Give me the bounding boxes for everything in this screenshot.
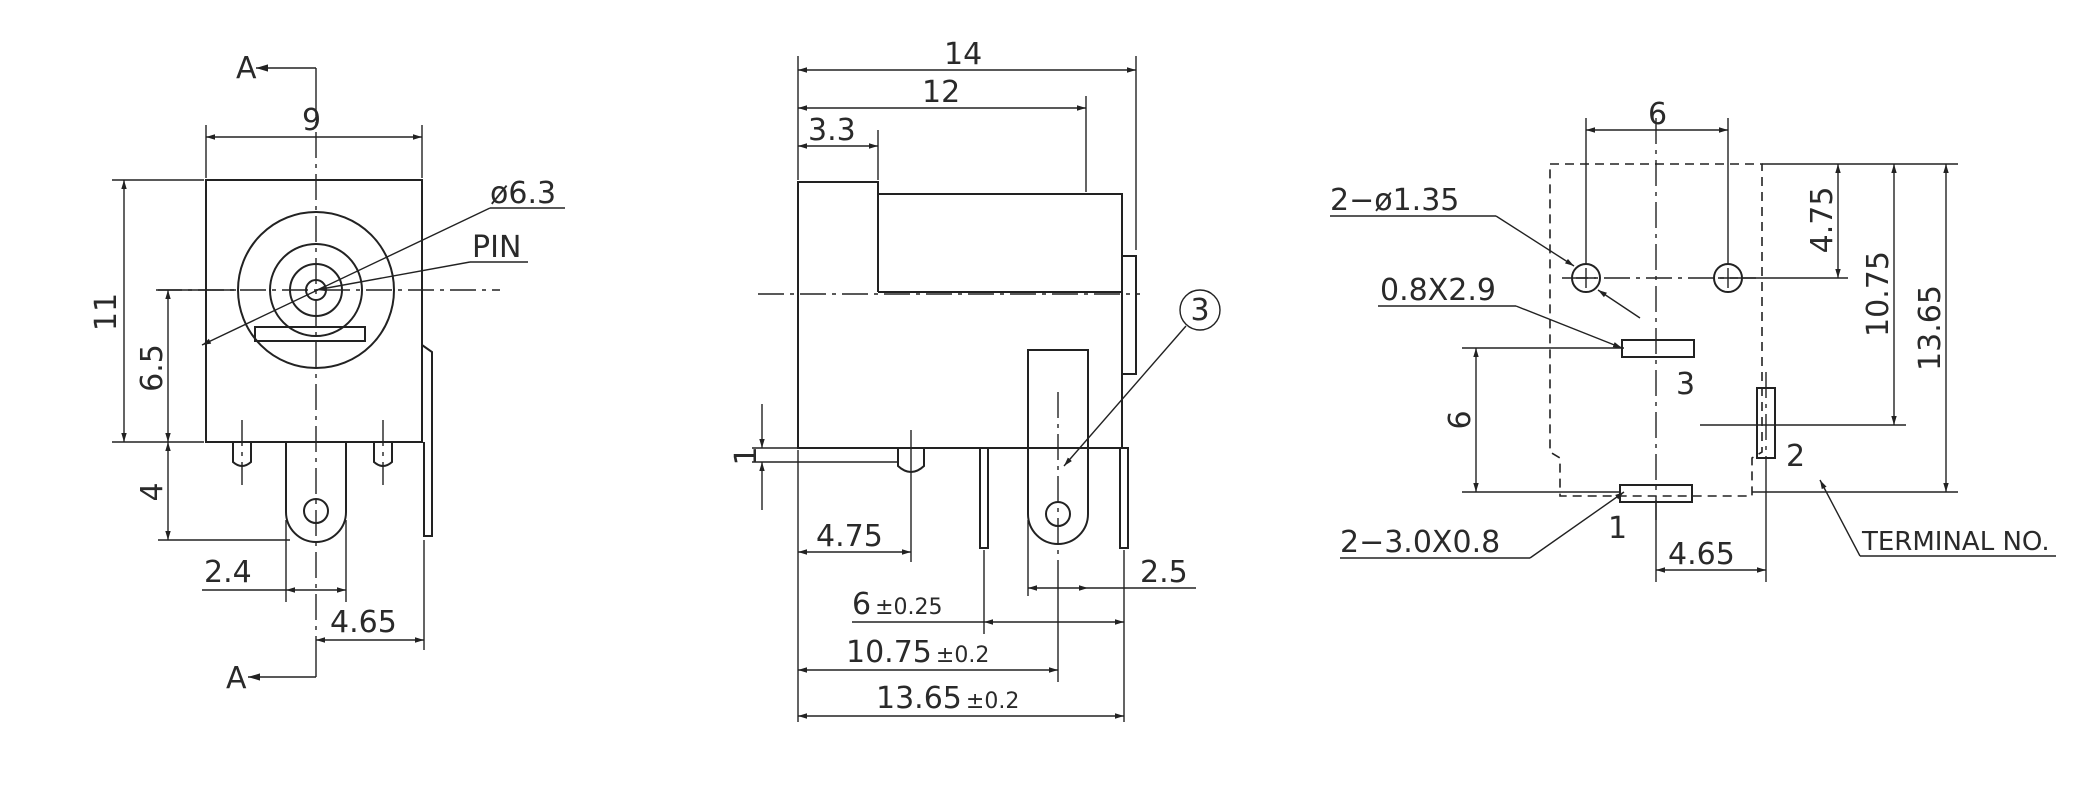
- dim-body: 12: [922, 75, 960, 110]
- footprint-view: 6 4.75 10.75 13.65 6 4.65 2−ø1.35 0.: [1330, 97, 2056, 582]
- callout-circle: [1179, 289, 1221, 331]
- section-marker-top: A: [236, 51, 317, 90]
- slot-terminal-3: [1621, 339, 1695, 358]
- dim-1365-value: 13.65: [876, 681, 962, 716]
- dim-depth-total: 13.65: [1913, 285, 1948, 371]
- dim-pin-edge: 2.5: [1140, 555, 1188, 590]
- slot-terminal-2: [1756, 387, 1776, 459]
- terminal-1: 1: [1608, 511, 1627, 546]
- dim-slot-gap: 6: [1443, 410, 1478, 429]
- side-center-terminal: [1027, 349, 1089, 545]
- label-slots-1: 2−3.0X0.8: [1340, 525, 1500, 560]
- front-flange: [1121, 255, 1137, 375]
- dim-total: 14: [944, 37, 982, 72]
- jack-body-side: [797, 181, 1123, 449]
- terminal-2: 2: [1786, 439, 1805, 474]
- dim-offset-bottom: 4.65: [1668, 537, 1735, 572]
- section-label-bottom: A: [226, 661, 247, 696]
- dim-1365: 13.65±0.2: [876, 681, 1019, 716]
- dim-spacing-b: 4.65: [330, 605, 397, 640]
- section-marker-bottom: A: [226, 655, 317, 696]
- dim-width: 9: [302, 103, 321, 138]
- dim-6: 6±0.25: [852, 587, 943, 622]
- side-terminal-front: [421, 344, 433, 537]
- label-holes: 2−ø1.35: [1330, 183, 1459, 218]
- dim-collar: 3.3: [808, 113, 856, 148]
- dim-6-value: 6: [852, 587, 871, 622]
- dim-1365-tolerance: ±0.2: [966, 689, 1019, 714]
- label-slot-3: 0.8X2.9: [1380, 273, 1496, 308]
- center-terminal: [285, 442, 347, 543]
- dim-6-tolerance: ±0.25: [875, 595, 942, 620]
- dim-peg: 4.75: [816, 519, 883, 554]
- label-pin: PIN: [472, 230, 521, 265]
- pin-front: [1119, 447, 1129, 549]
- section-label-top: A: [236, 51, 257, 86]
- dim-hole-depth: 4.75: [1805, 187, 1840, 254]
- callout-number: 3: [1190, 293, 1209, 328]
- dim-1075-value: 10.75: [846, 635, 932, 670]
- dim-height: 11: [89, 293, 124, 331]
- jack-pin-base: [254, 326, 366, 342]
- pin-mid: [979, 447, 989, 549]
- dim-1075-tolerance: ±0.2: [936, 643, 989, 668]
- dim-terminal: 4: [135, 482, 170, 501]
- side-view: 14 12 3.3 1 4.75 2.5 6±0.25 10.7: [729, 37, 1221, 722]
- label-diameter: ø6.3: [490, 176, 556, 211]
- footprint-outline: [1549, 163, 1763, 497]
- dim-center-height: 6.5: [135, 344, 170, 392]
- terminal-3: 3: [1676, 367, 1695, 402]
- label-terminal: TERMINAL NO.: [1861, 527, 2050, 557]
- jack-body-front: [205, 179, 423, 443]
- dim-spacing-a: 2.4: [204, 555, 252, 590]
- dim-1075: 10.75±0.2: [846, 635, 989, 670]
- dim-offset: 1: [729, 446, 764, 465]
- front-view: A A 9: [89, 51, 565, 696]
- dim-hole-spacing: 6: [1648, 97, 1667, 132]
- dim-depth-mid: 10.75: [1861, 251, 1896, 337]
